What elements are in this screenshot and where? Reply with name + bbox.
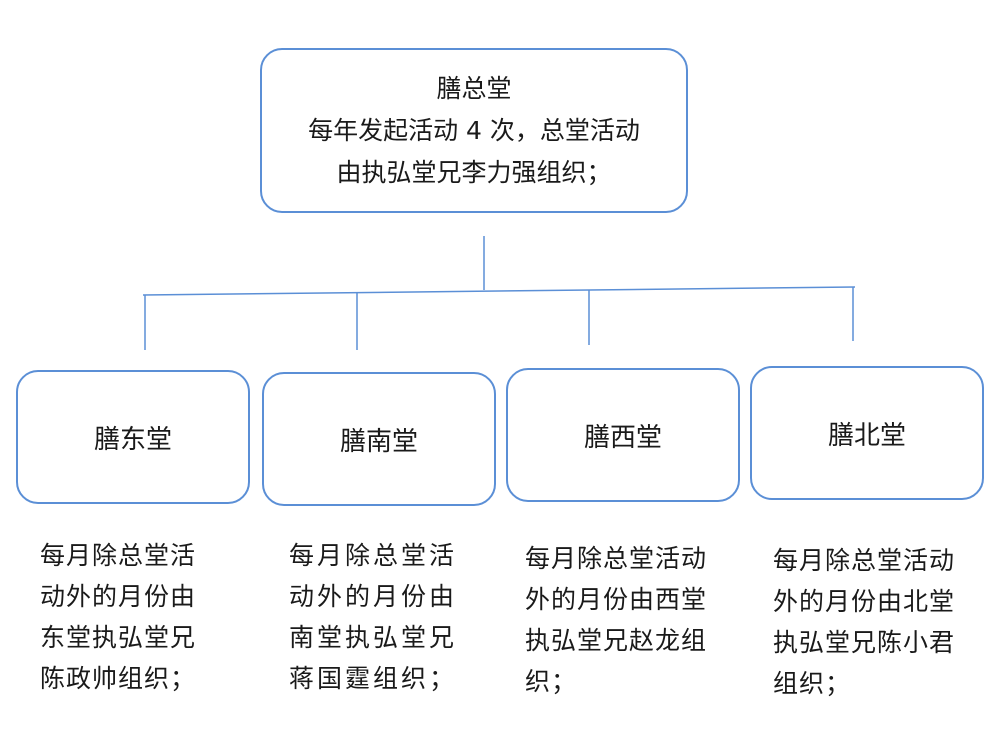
child-node-east: 膳东堂 [16,370,250,504]
root-node-line-3: 由执弘堂兄李力强组织； [336,157,612,187]
root-node-box: 膳总堂 每年发起活动 4 次，总堂活动 由执弘堂兄李力强组织； [260,48,688,213]
child-node-east-title: 膳东堂 [93,424,172,455]
root-node-line-2: 每年发起活动 4 次，总堂活动 [308,115,640,145]
child-node-north-title: 膳北堂 [827,420,906,451]
child-node-north: 膳北堂 [750,366,984,500]
horizontal-connector [142,286,856,296]
child-east-description: 每月除总堂活 动外的月份由 东堂执弘堂兄 陈政帅组织； [40,541,197,693]
child-node-west-title: 膳西堂 [583,422,662,453]
child-node-south: 膳南堂 [262,372,496,506]
child-north-description: 每月除总堂活动 外的月份由北堂 执弘堂兄陈小君 组织； [773,546,956,698]
child-west-description: 每月除总堂活动 外的月份由西堂 执弘堂兄赵龙组 织； [525,544,708,696]
child-south-description: 每月除总堂活 动外的月份由 南堂执弘堂兄 蒋国霆组织； [289,541,458,693]
child-node-south-title: 膳南堂 [339,426,418,457]
child-node-west: 膳西堂 [506,368,740,502]
root-node-title: 膳总堂 [436,73,512,103]
